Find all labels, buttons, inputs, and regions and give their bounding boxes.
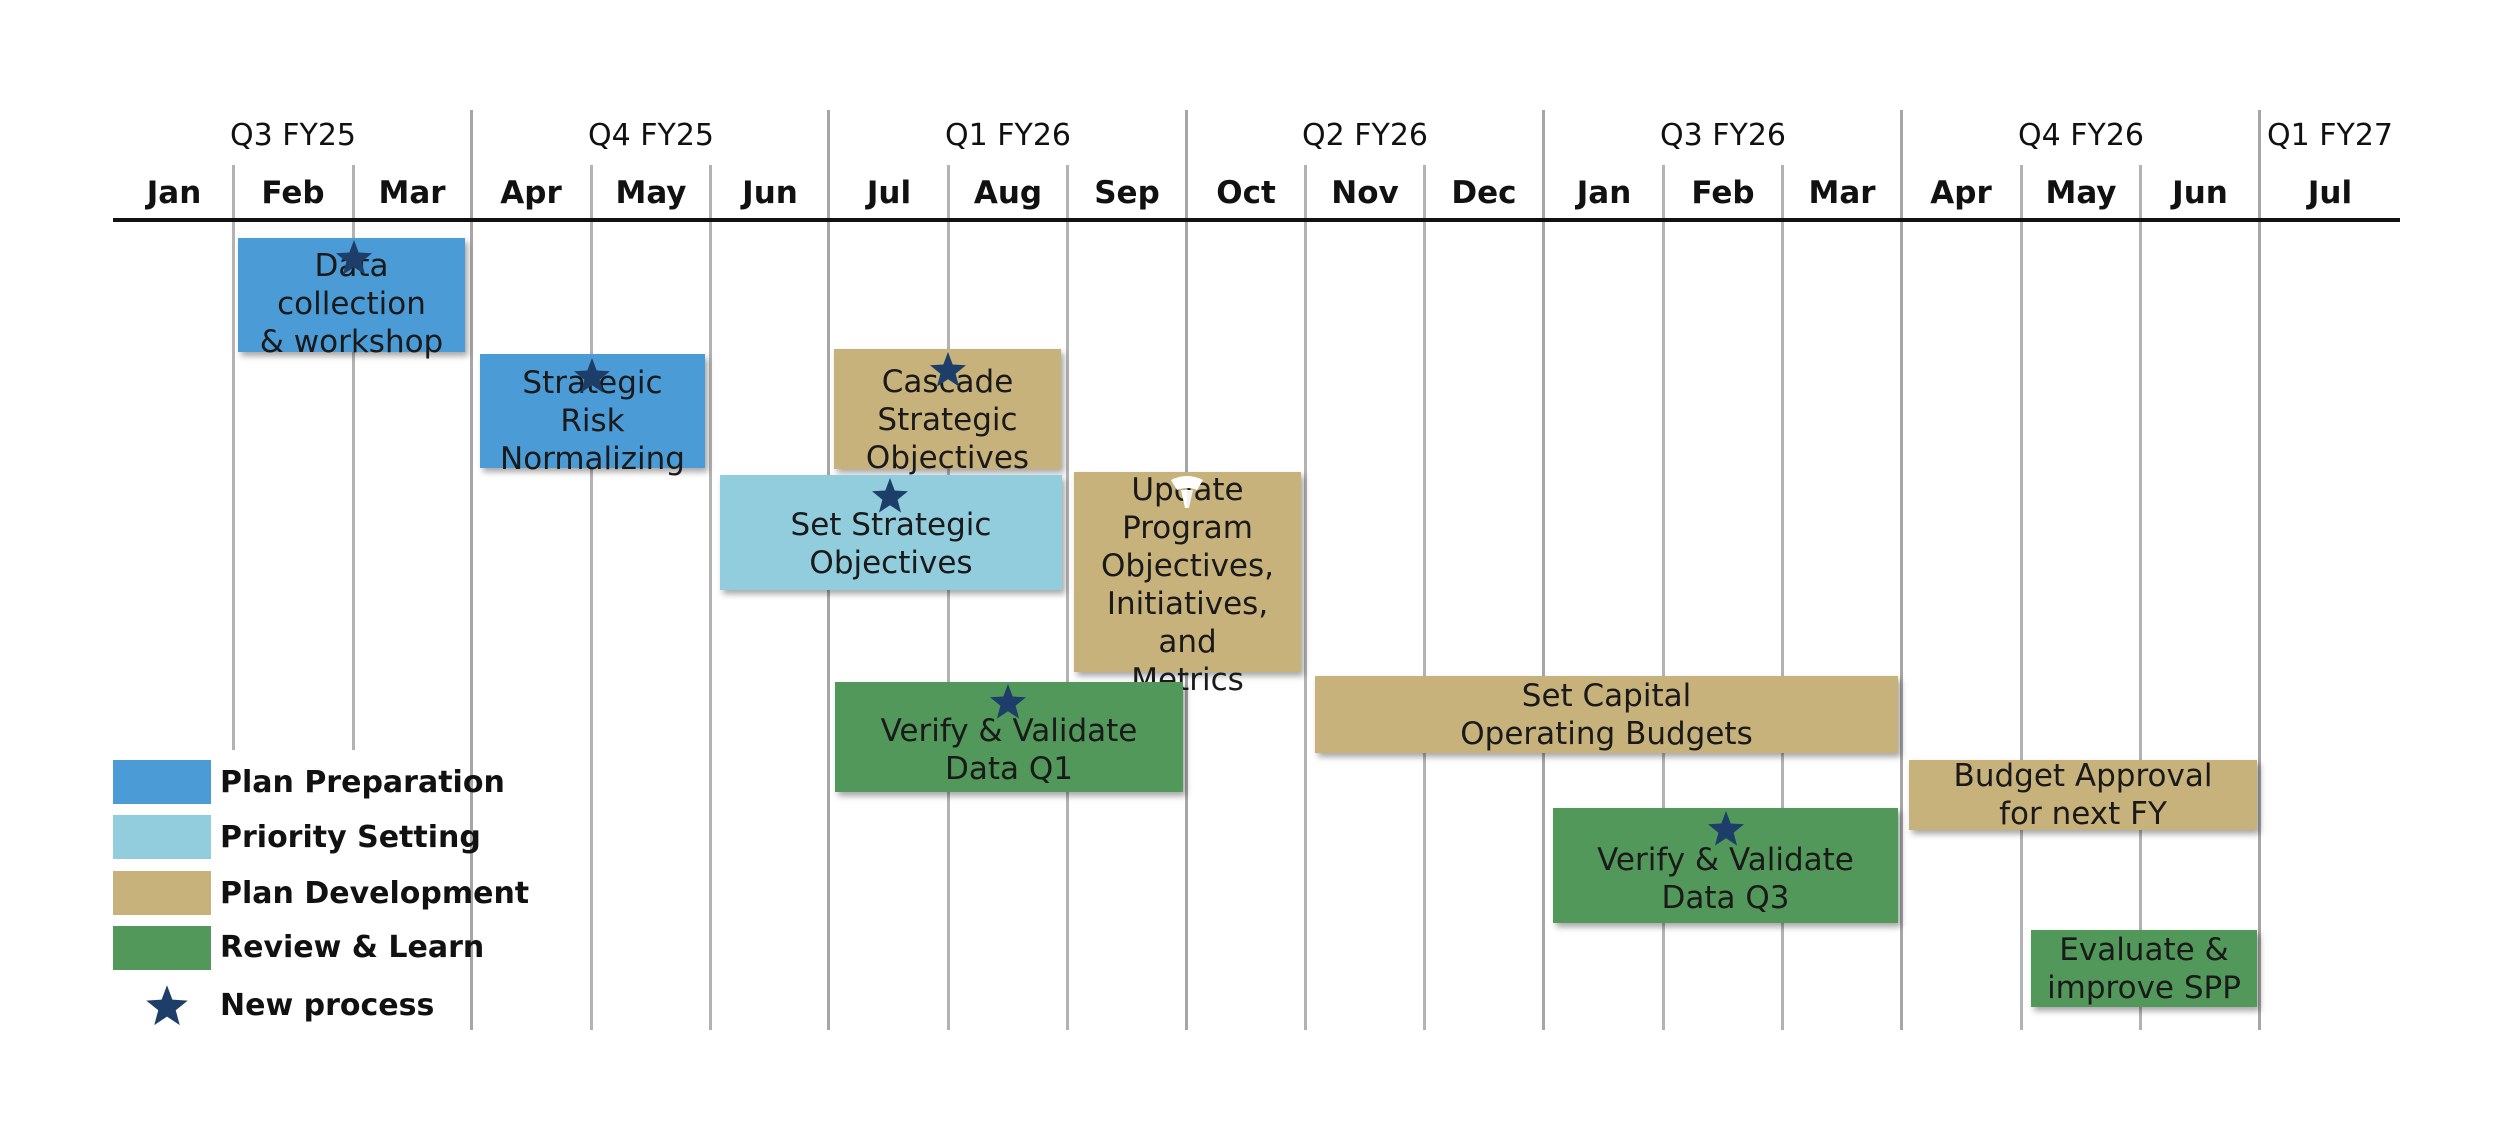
legend-label: Plan Preparation [220, 765, 505, 800]
quarter-label: Q3 FY25 [230, 118, 356, 153]
task-capital-budgets: Set Capital Operating Budgets [1315, 676, 1898, 753]
task-evaluate-spp: Evaluate & improve SPP [2031, 930, 2257, 1007]
month-label: May [2045, 175, 2117, 211]
month-divider [1304, 165, 1307, 1030]
month-label: Aug [973, 175, 1043, 211]
month-divider [2139, 165, 2142, 1030]
month-divider [1423, 165, 1426, 1030]
star-icon [930, 352, 966, 387]
month-label: Mar [378, 175, 446, 211]
task-label: Budget Approval for next FY [1953, 758, 2213, 832]
quarter-label: Q4 FY26 [2018, 118, 2144, 153]
legend-swatch-priority-setting [113, 815, 211, 859]
task-label: Set Strategic Objectives [790, 506, 992, 581]
quarter-divider [1900, 110, 1903, 1030]
month-label: May [615, 175, 687, 211]
star-icon [146, 985, 188, 1026]
month-divider [590, 165, 593, 1030]
month-label: Dec [1451, 175, 1517, 211]
month-divider [352, 165, 355, 750]
task-budget-approval: Budget Approval for next FY [1909, 758, 2257, 832]
quarter-label: Q1 FY26 [945, 118, 1071, 153]
month-divider [232, 165, 235, 750]
month-label: Apr [1930, 175, 1992, 211]
month-divider [1781, 165, 1784, 1030]
month-label: Jul [866, 175, 912, 211]
month-label: Feb [261, 175, 325, 211]
legend-label: Review & Learn [220, 930, 485, 965]
month-divider [1662, 165, 1665, 1030]
legend-swatch-plan-development [113, 871, 211, 915]
task-label: Cascade Strategic Objectives [865, 364, 1030, 476]
quarter-divider [2258, 110, 2261, 1030]
legend-label: New process [220, 988, 435, 1023]
month-label: Apr [500, 175, 562, 211]
task-label: Verify & Validate Data Q3 [1597, 841, 1854, 916]
quarter-label: Q2 FY26 [1302, 118, 1428, 153]
star-icon [990, 684, 1026, 719]
timeline-axis [113, 218, 2400, 222]
month-divider [709, 165, 712, 1030]
legend-label: Plan Development [220, 876, 530, 911]
month-label: Sep [1094, 175, 1160, 211]
task-label: Set Capital Operating Budgets [1460, 677, 1753, 752]
legend-swatch-review-learn [113, 926, 211, 970]
month-label: Oct [1216, 175, 1276, 211]
month-divider [2020, 165, 2023, 1030]
quarter-label: Q4 FY25 [588, 118, 714, 153]
month-label: Jan [1576, 175, 1632, 211]
star-icon [1708, 811, 1744, 846]
legend-swatch-plan-preparation [113, 760, 211, 804]
month-label: Jan [146, 175, 202, 211]
star-icon [336, 240, 372, 275]
task-label: Verify & Validate Data Q1 [880, 713, 1138, 787]
quarter-label: Q3 FY26 [1660, 118, 1786, 153]
star-icon [872, 478, 908, 513]
program-marker-icon [1171, 476, 1203, 508]
task-label: Evaluate & improve SPP [2047, 931, 2241, 1006]
quarter-divider [470, 110, 473, 1030]
month-label: Jun [2172, 175, 2228, 211]
month-label: Jun [742, 175, 798, 211]
legend-label: Priority Setting [220, 820, 481, 855]
month-label: Feb [1691, 175, 1755, 211]
task-label: Update Program Objectives, Initiatives, … [1101, 472, 1274, 698]
task-label: Data collection & workshop [259, 248, 444, 360]
star-icon [574, 358, 610, 393]
quarter-divider [1542, 110, 1545, 1030]
month-label: Jul [2307, 175, 2353, 211]
quarter-label: Q1 FY27 [2267, 118, 2393, 153]
month-label: Nov [1331, 175, 1399, 211]
month-label: Mar [1808, 175, 1876, 211]
month-divider [947, 165, 950, 1030]
month-divider [1066, 165, 1069, 1030]
